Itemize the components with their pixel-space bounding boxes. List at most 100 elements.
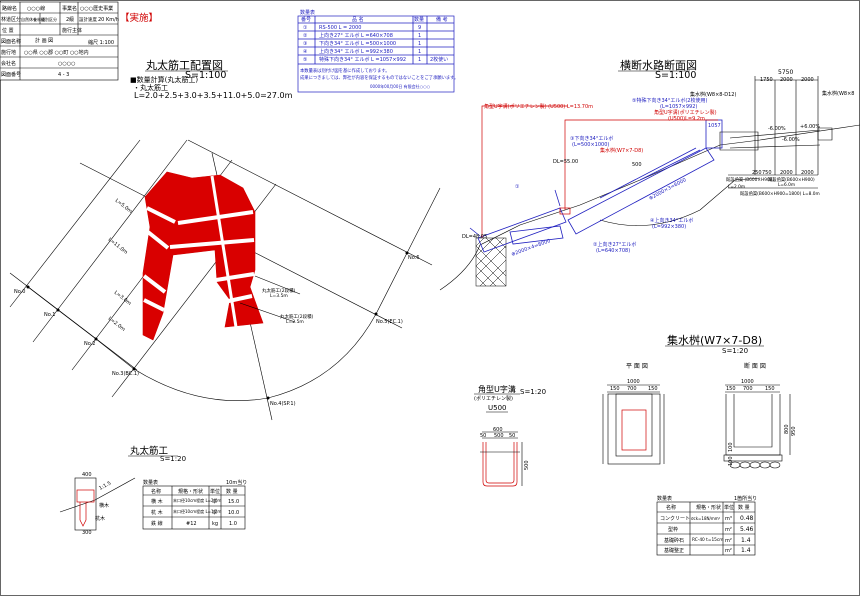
section-dim: 950 <box>791 426 797 436</box>
qty-row: ② 上向き27° エルボ L =640×708 1 <box>303 32 421 39</box>
plan-dim: 150 <box>610 386 620 392</box>
basin-table-cell: m² <box>725 527 732 533</box>
log-table-cell: 鉄 線 <box>151 520 163 527</box>
top-dim: 1750 <box>760 77 773 83</box>
qty-cell: 1 <box>418 57 421 63</box>
elbow3-length: (L=500×1000) <box>572 142 609 148</box>
u-section-title: 角型U字溝 <box>478 384 516 394</box>
qty-cell: 上向き34° エルボ L =992×380 <box>319 48 393 55</box>
quantity-table: 数量表 番号 品 名 数量 備 考 ① RS-500 L = 2000 9 ② … <box>297 9 458 93</box>
basin-table-unit: 1箇所当り <box>734 495 757 502</box>
section-dim: 1000 <box>741 379 754 385</box>
log-table-cell: 杭 木 <box>151 509 163 516</box>
top-dim: 2000 <box>780 77 793 83</box>
basin-table-cell: 基礎整正 <box>664 547 684 554</box>
callout-1: 丸太筋工(2段積) <box>262 287 296 294</box>
station-points <box>26 251 409 400</box>
speed-value: 20 Km/h <box>98 17 119 23</box>
station-label: No.0 <box>14 289 25 295</box>
qty-caption: 数量表 <box>300 9 315 16</box>
u-section-model: U500 <box>488 404 506 412</box>
station-label: No.5(EC.1) <box>376 319 403 325</box>
speed-label: 設計速度 <box>79 16 97 23</box>
qty-cell: 上向き27° エルボ L =640×708 <box>319 32 393 39</box>
u-dim: 500 <box>494 433 504 439</box>
number-label: 図面番号 <box>1 71 21 78</box>
section-dim: 150 <box>765 386 775 392</box>
scale-value: 縮尺 1:100 <box>88 39 114 46</box>
top-total-dim: 5750 <box>778 69 793 76</box>
basin-table-header: 規格・形状 <box>696 504 721 511</box>
layout-plan: 丸太筋工配置図 S=1:100 ■数量計算(丸太筋工) ・丸太筋工 L=2.0+… <box>9 58 441 421</box>
title-block: 路線名 ○○○線 事業名 ○○○歴史事業 林道区分 自然休養林道 級別区分 2級… <box>0 1 158 81</box>
profile-scale: S=1:100 <box>655 70 696 81</box>
label-crossbar: 横木 <box>99 502 109 509</box>
project-label: 事業名 <box>62 5 77 12</box>
pipe-note: 既設函渠 (B600×H900) <box>726 176 774 183</box>
qty-cell: 下向き34° エルボ L =500×1000 <box>319 40 396 47</box>
bottom-dim: 250 <box>752 170 762 176</box>
qty-cell: ② <box>303 33 308 39</box>
qty-cell: ⑤ <box>303 57 307 63</box>
qty-row: ③ 下向き34° エルボ L =500×1000 1 <box>303 40 421 47</box>
slope-label: +6.00% <box>800 124 820 130</box>
right-basin: 集水桝(W8×8-D12) <box>690 91 736 98</box>
marker-1: ① <box>515 184 520 190</box>
u-section-subtitle: (ポリエチレン製) <box>474 395 513 402</box>
log-table-cell: 10.0 <box>228 510 239 516</box>
log-table-cell: 末口径10cm程度 L=1.2m <box>173 508 221 514</box>
basin-title: 集水桝(W7×7-D8) <box>667 333 762 347</box>
qty-header-no: 番号 <box>301 16 311 23</box>
log-table-caption: 数量表 <box>143 479 158 486</box>
basin-table-cell: 5.46 <box>740 526 754 533</box>
site-label: 施行地 <box>1 49 16 56</box>
calc-title: ■数量計算(丸太筋工) <box>130 75 198 84</box>
dim-top: 400 <box>82 472 92 478</box>
basin-table-caption: 数量表 <box>657 495 672 502</box>
basin-table-cell: 1.4 <box>741 547 751 554</box>
elbow5-label: ⑤特殊下向き34°エルボ(2枚使用) <box>632 97 707 104</box>
basin-table-header: 単位 <box>724 504 734 511</box>
basin-table-cell: RC-40 t=15cm <box>692 537 723 543</box>
qty-cell: ① <box>303 25 308 31</box>
plan-dim: 1000 <box>627 379 640 385</box>
section-dim: 150 <box>726 386 736 392</box>
catch-basin-detail: 集水桝(W7×7-D8) S=1:20 平 面 図 断 面 図 1000 150… <box>602 333 797 556</box>
basin-table-header: 数 量 <box>738 504 750 511</box>
plan-dim: 150 <box>648 386 658 392</box>
log-table-cell: 横 木 <box>151 498 163 505</box>
company-label: 会社名 <box>1 60 16 67</box>
layout-scale: S=1:100 <box>185 70 226 81</box>
company-value: ○○○○ <box>58 61 75 67</box>
class-value: 自然休養林道 <box>21 16 45 22</box>
dl-upper: DL=55.00 <box>553 159 578 165</box>
section-label: 断 面 図 <box>744 362 766 370</box>
qty-footer: 0000年00月00日 有限会社○○○ <box>370 83 431 89</box>
u-dim: 500 <box>524 460 530 470</box>
basin-table-cell: 基礎砕石 <box>664 537 684 544</box>
u-channel-section: 角型U字溝 (ポリエチレン製) S=1:20 U500 600 50 500 5… <box>474 384 546 487</box>
grade-value: 2級 <box>66 16 74 23</box>
status-label: 【実施】 <box>120 12 158 24</box>
pipe-run <box>469 119 723 253</box>
log-detail-scale: S=1:20 <box>160 455 186 463</box>
log-table-header: 名称 <box>151 488 161 495</box>
qty-cell: 1 <box>418 33 421 39</box>
qty-cell: ③ <box>303 41 307 47</box>
elbow4-length: (L=992×380) <box>652 224 686 230</box>
station-label: No.1 <box>44 312 55 318</box>
basin-table-cell: σck=18N/mm² <box>691 516 721 521</box>
basin-table-cell: m³ <box>725 516 732 522</box>
log-table-header: 数 量 <box>226 488 238 495</box>
log-table-cell: 本 <box>212 498 217 505</box>
route-label: 路線名 <box>2 5 17 12</box>
box-culvert-2: 既設函渠(B600×H900=1800) L=8.0m <box>740 190 820 197</box>
log-table-header: 規格・形状 <box>178 488 203 495</box>
route-value: ○○○線 <box>27 5 45 12</box>
log-table-cell: 15.0 <box>228 499 239 505</box>
log-table-cell: kg <box>212 521 218 527</box>
plan-label: 平 面 図 <box>626 363 648 370</box>
basin-table-cell: m² <box>725 548 732 554</box>
pipe-note-length: L=2.0m <box>728 184 745 190</box>
